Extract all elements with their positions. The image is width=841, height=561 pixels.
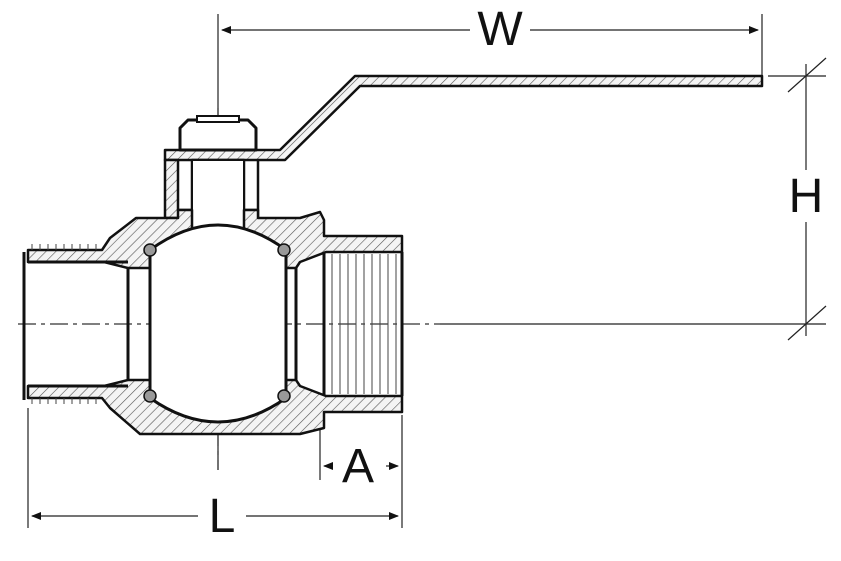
dimension-l: L [27,408,403,543]
dimension-a-label: A [342,440,374,493]
seat-top-right [277,243,291,257]
seat-bottom-right [277,389,291,403]
seat-bottom-left [143,389,157,403]
dimension-l-label: L [209,490,236,543]
stem-assembly [163,115,260,245]
seat-top-left [143,243,157,257]
ball [126,223,298,424]
dimension-h-label: H [789,170,824,223]
dimension-h: H [440,57,827,341]
dimension-w-label: W [477,3,523,56]
dimension-a: A [319,428,399,493]
seats [143,243,291,403]
threads [31,244,404,404]
